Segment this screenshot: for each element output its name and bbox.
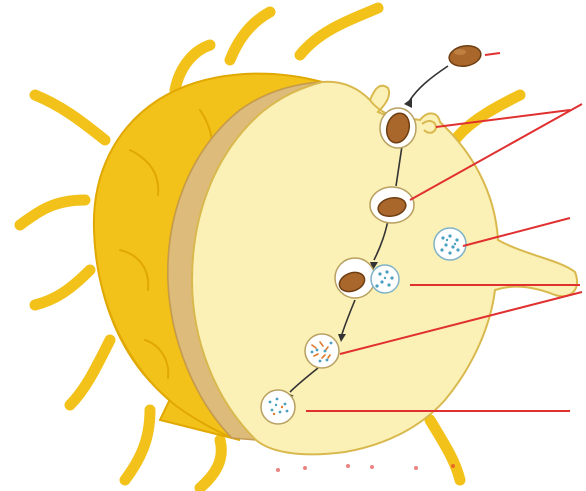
pseudopod-left-1 <box>35 95 105 140</box>
leader-line-bacterium <box>485 53 500 55</box>
leader-line-pseudopod <box>436 110 570 127</box>
pseudopod-left-4 <box>70 340 110 405</box>
pseudopod-left-3 <box>35 270 90 305</box>
pseudopod-top-2 <box>300 8 378 55</box>
pseudopod-bottom-2 <box>200 440 221 488</box>
pseudopod-bottom-right <box>430 420 460 480</box>
free-bacterium <box>448 43 483 68</box>
bottom-artifacts <box>276 464 455 472</box>
residual-body <box>261 390 295 424</box>
phagosome <box>370 187 414 223</box>
pseudopod-bottom-1 <box>125 410 150 480</box>
engulfing-pseudopod-tip <box>422 121 436 133</box>
lysosome <box>434 228 466 260</box>
phagosome-early <box>380 108 416 148</box>
pseudopod-left-2 <box>20 200 85 225</box>
digestion-vacuole <box>305 334 339 368</box>
pseudopod-top <box>230 12 270 60</box>
